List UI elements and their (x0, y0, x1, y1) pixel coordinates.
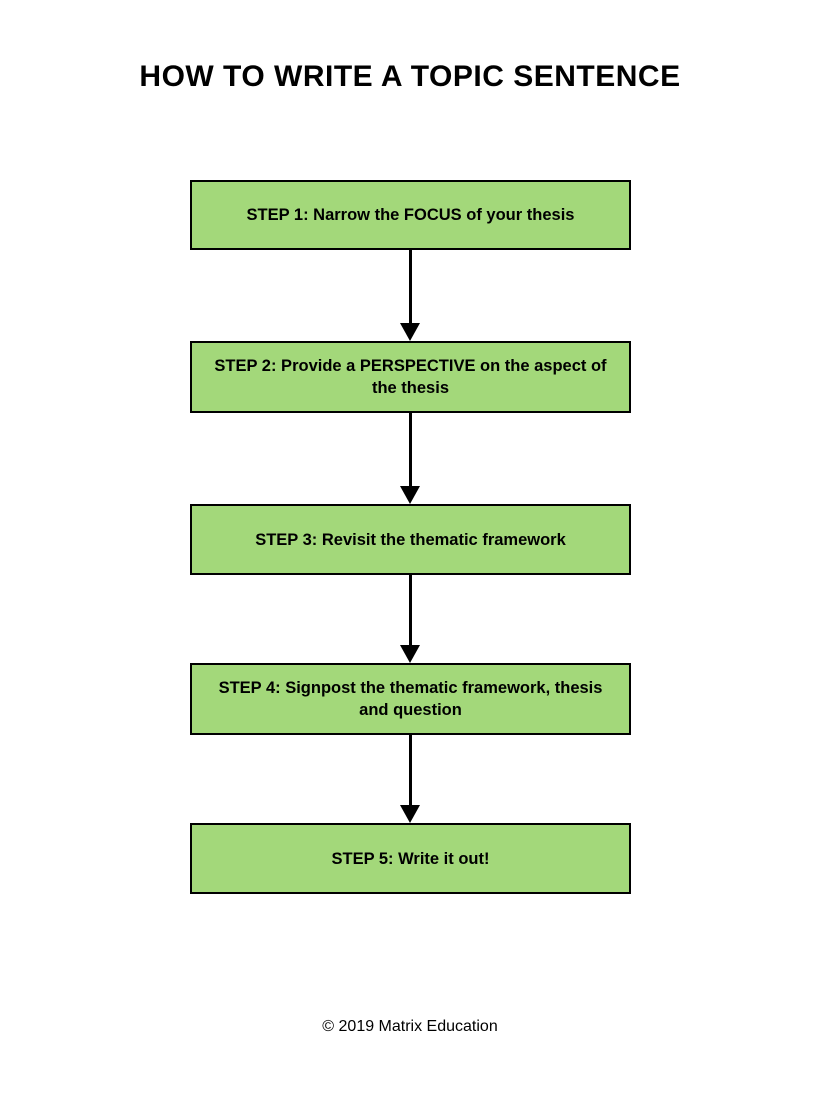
flow-arrow-2 (390, 413, 430, 504)
step-label-3: STEP 3: Revisit the thematic framework (255, 530, 566, 549)
step-label-5: STEP 5: Write it out! (331, 849, 490, 868)
step-box-2: STEP 2: Provide a PERSPECTIVE on the asp… (190, 341, 631, 413)
step-label-2: STEP 2: Provide a PERSPECTIVE on the asp… (214, 357, 607, 397)
step-label-1: STEP 1: Narrow the FOCUS of your thesis (246, 206, 575, 224)
arrow-down-icon (400, 805, 420, 823)
arrow-down-icon (400, 645, 420, 663)
copyright-text: © 2019 Matrix Education (322, 1018, 498, 1035)
step-box-3: STEP 3: Revisit the thematic framework (190, 504, 631, 575)
arrow-line (408, 413, 412, 486)
step-box-1: STEP 1: Narrow the FOCUS of your thesis (190, 180, 631, 250)
arrow-down-icon (400, 486, 420, 504)
arrow-line (408, 250, 412, 323)
step-box-5: STEP 5: Write it out! (190, 823, 631, 894)
flow-arrow-1 (390, 250, 430, 341)
flow-arrow-4 (390, 735, 430, 823)
arrow-line (408, 735, 412, 805)
step-label-4: STEP 4: Signpost the thematic framework,… (218, 679, 603, 719)
step-box-4: STEP 4: Signpost the thematic framework,… (190, 663, 631, 735)
flow-arrow-3 (390, 575, 430, 663)
page-title: HOW TO WRITE A TOPIC SENTENCE (139, 60, 681, 93)
arrow-line (408, 575, 412, 645)
arrow-down-icon (400, 323, 420, 341)
